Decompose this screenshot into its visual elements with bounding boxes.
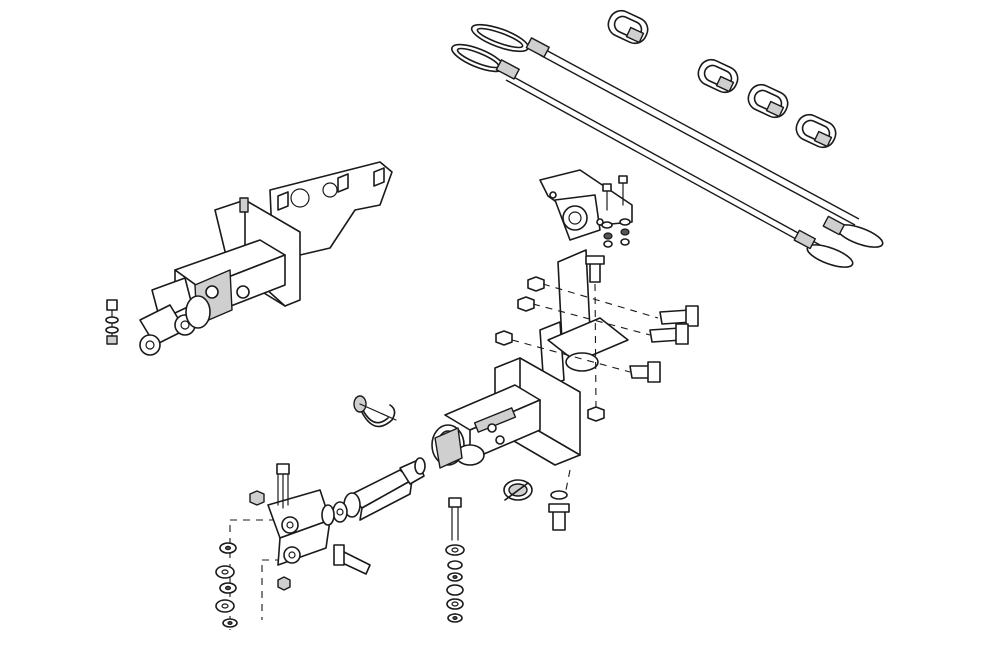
assembled-tow-bar — [139, 161, 393, 356]
mounting-bolts — [548, 255, 699, 531]
safety-cable-lower — [451, 43, 854, 268]
washer-stack-center — [445, 497, 465, 623]
bracket-screws — [601, 175, 631, 248]
adapter-pin — [332, 457, 426, 523]
hitch-bolt-stack-left — [105, 299, 119, 345]
quick-link-3 — [747, 83, 789, 119]
clevis-upper-bolt — [276, 463, 290, 509]
hitch-pin-clip-upper — [353, 395, 397, 428]
bolt-nuts — [495, 276, 605, 422]
quick-link-2 — [697, 58, 739, 94]
safety-cable-upper — [470, 23, 884, 248]
quick-link-1 — [607, 9, 649, 45]
washer-stack-left — [215, 542, 238, 628]
clevis-nut — [249, 490, 291, 591]
baseplate-receiver — [431, 249, 629, 469]
quick-link-4 — [795, 113, 837, 149]
hitch-pin-clip-lower — [503, 479, 533, 501]
wiring-bracket — [539, 169, 633, 241]
clevis-bolt — [333, 544, 371, 575]
